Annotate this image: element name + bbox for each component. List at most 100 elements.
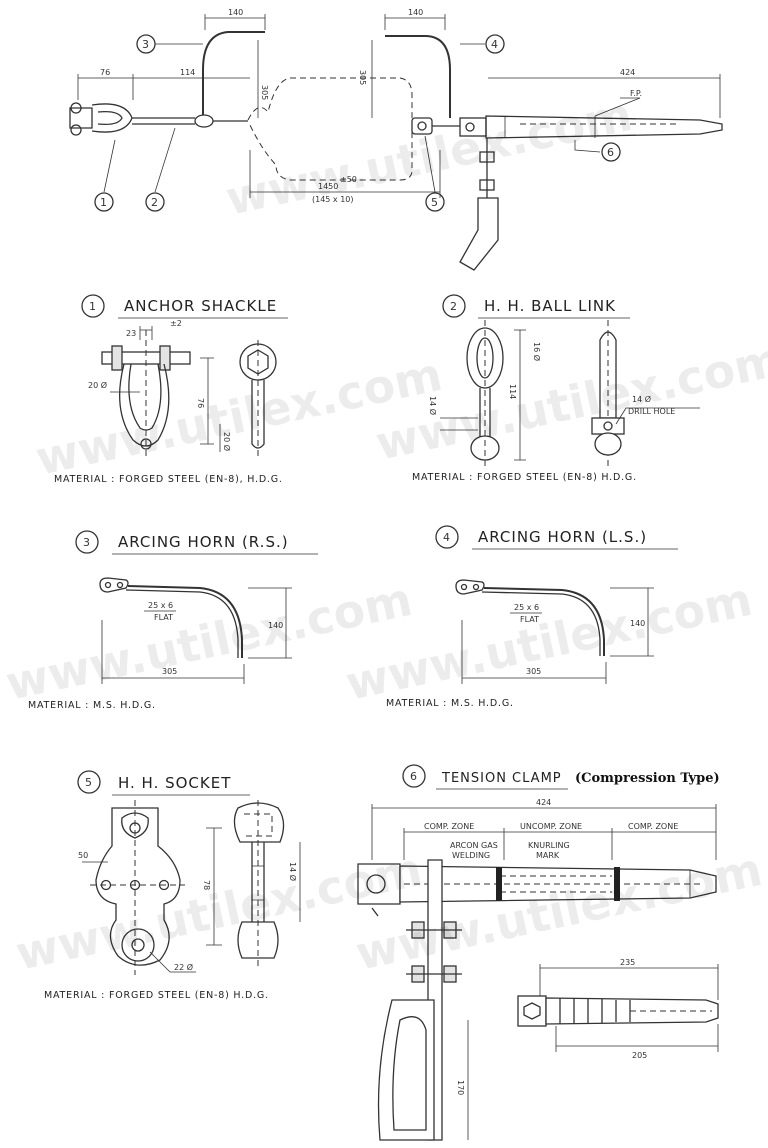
part-4-dim-305: 305 bbox=[526, 667, 541, 676]
overview-dim-1450: 1450 bbox=[318, 182, 338, 191]
part-6-label-mark: MARK bbox=[536, 851, 560, 860]
part-5-side-view bbox=[233, 802, 285, 843]
part-4-material: MATERIAL : M.S. H.D.G. bbox=[386, 698, 514, 709]
part-1-title: ANCHOR SHACKLE bbox=[124, 297, 277, 315]
part-6-mark-1 bbox=[496, 867, 502, 901]
part-2-number-circle bbox=[442, 294, 466, 318]
part-6-eye bbox=[357, 863, 401, 905]
overview-callout-3: 3 bbox=[136, 34, 156, 54]
part-2-eye bbox=[466, 327, 504, 389]
overview-callout-2: 2 bbox=[145, 192, 165, 212]
overview-arcing-horn-rs bbox=[202, 31, 265, 115]
part-5-dim-22: 22 Ø bbox=[174, 962, 193, 972]
part-2-drill-hole: DRILL HOLE bbox=[628, 407, 675, 416]
overview-dim-sub: (145 x 10) bbox=[312, 195, 354, 204]
part-3-number: 3 bbox=[83, 536, 90, 549]
part-1-dim-23: 23 bbox=[126, 329, 136, 338]
part-6-subtitle: (Compression Type) bbox=[575, 771, 720, 786]
overview-callout-1: 1 bbox=[94, 192, 114, 212]
overview-arcing-horn-ls bbox=[385, 35, 451, 118]
part-5-number-circle bbox=[77, 770, 101, 794]
part-5-hh-socket: 5 H. H. SOCKET 50 78 22 Ø 14 Ø MATERIAL … bbox=[44, 770, 301, 1001]
part-4-title: ARCING HORN (L.S.) bbox=[478, 528, 647, 546]
part-6-dim-170: 170 bbox=[456, 1080, 465, 1095]
part-3-dim-305: 305 bbox=[162, 667, 177, 676]
part-3-dim-flat2: FLAT bbox=[154, 613, 173, 622]
overview-tension-clamp bbox=[485, 115, 723, 139]
overview-ball bbox=[194, 114, 214, 128]
part-1-material: MATERIAL : FORGED STEEL (EN-8), H.D.G. bbox=[54, 474, 283, 485]
svg-text:5: 5 bbox=[431, 196, 438, 209]
overview-dim-424: 424 bbox=[620, 68, 635, 77]
part-6-mark-2 bbox=[614, 867, 620, 901]
overview-dim-140b: 140 bbox=[408, 8, 423, 17]
part-2-material: MATERIAL : FORGED STEEL (EN-8) H.D.G. bbox=[412, 472, 637, 483]
part-2-dim-114: 114 bbox=[508, 384, 517, 399]
part-1-dim-20b: 20 Ø bbox=[222, 432, 232, 451]
overview-callout-4: 4 bbox=[485, 34, 505, 54]
part-6-label-knurling: KNURLING bbox=[528, 841, 570, 850]
part-3-material: MATERIAL : M.S. H.D.G. bbox=[28, 700, 156, 711]
part-4-arcing-horn-ls: 4 ARCING HORN (L.S.) 25 x 6 FLAT 140 305… bbox=[386, 525, 678, 709]
overview-dim-305a: 305 bbox=[260, 85, 269, 100]
part-6-dim-235: 235 bbox=[620, 958, 635, 967]
part-6-detail-head bbox=[517, 995, 547, 1027]
part-4-horn-flat bbox=[483, 587, 605, 656]
svg-text:4: 4 bbox=[491, 38, 498, 51]
part-2-ball-link: 2 H. H. BALL LINK 14 Ø 114 16 Ø 14 Ø DRI… bbox=[412, 294, 700, 483]
part-4-dim-flat2: FLAT bbox=[520, 615, 539, 624]
part-1-dim-20a: 20 Ø bbox=[88, 380, 107, 390]
overview-assembly: 140 140 76 114 305 305 424 F.P. 1450 ±50… bbox=[69, 8, 723, 271]
part-1-dim-tol: ±2 bbox=[170, 319, 182, 328]
part-6-zone-1: COMP. ZONE bbox=[424, 822, 474, 831]
svg-text:6: 6 bbox=[607, 146, 614, 159]
part-2-title: H. H. BALL LINK bbox=[484, 297, 616, 315]
svg-text:1: 1 bbox=[100, 196, 107, 209]
part-6-number-circle bbox=[402, 764, 426, 788]
part-5-number: 5 bbox=[85, 776, 92, 789]
part-3-horn-flat bbox=[127, 585, 243, 658]
part-6-zone-3: COMP. ZONE bbox=[628, 822, 678, 831]
part-2-dim-14a: 14 Ø bbox=[428, 396, 438, 415]
svg-text:3: 3 bbox=[142, 38, 149, 51]
part-5-dim-14: 14 Ø bbox=[288, 862, 298, 881]
part-1-number-circle bbox=[81, 294, 105, 318]
part-2-side-view bbox=[599, 331, 617, 419]
overview-dim-305b: 305 bbox=[358, 70, 367, 85]
watermark-1: www.utilex.com bbox=[221, 87, 637, 226]
part-4-dim-flat: 25 x 6 bbox=[514, 603, 539, 612]
part-1-number: 1 bbox=[89, 300, 96, 313]
part-6-title: TENSION CLAMP bbox=[441, 771, 562, 786]
part-5-front-view bbox=[95, 807, 181, 966]
part-3-dim-140: 140 bbox=[268, 621, 283, 630]
svg-text:2: 2 bbox=[151, 196, 158, 209]
part-1-anchor-shackle: 1 ANCHOR SHACKLE 23 ±2 20 Ø 76 20 Ø MATE… bbox=[54, 294, 288, 485]
part-4-dim-140: 140 bbox=[630, 619, 645, 628]
overview-callout-5: 5 bbox=[425, 192, 445, 212]
part-5-material: MATERIAL : FORGED STEEL (EN-8) H.D.G. bbox=[44, 990, 269, 1001]
part-6-number: 6 bbox=[410, 770, 417, 783]
overview-fp-label: F.P. bbox=[630, 89, 642, 98]
part-6-label-arcon: ARCON GAS bbox=[450, 841, 498, 850]
overview-shackle-bow bbox=[91, 103, 133, 133]
overview-dim-76: 76 bbox=[100, 68, 110, 77]
overview-shackle-pin bbox=[69, 107, 93, 129]
part-3-number-circle bbox=[75, 530, 99, 554]
part-3-dim-flat: 25 x 6 bbox=[148, 601, 173, 610]
part-4-number-circle bbox=[435, 525, 459, 549]
part-3-title: ARCING HORN (R.S.) bbox=[118, 533, 289, 551]
part-1-dim-76: 76 bbox=[196, 398, 205, 408]
part-2-dim-16: 16 Ø bbox=[532, 342, 542, 361]
part-6-zone-2: UNCOMP. ZONE bbox=[520, 822, 582, 831]
part-6-dim-205: 205 bbox=[632, 1051, 647, 1060]
part-4-number: 4 bbox=[443, 531, 450, 544]
overview-jumper-flag bbox=[459, 197, 499, 271]
part-3-arcing-horn-rs: 3 ARCING HORN (R.S.) 25 x 6 FLAT 140 305… bbox=[28, 530, 318, 711]
part-6-dim-424: 424 bbox=[536, 798, 551, 807]
part-5-dim-50: 50 bbox=[78, 851, 88, 860]
overview-dim-140a: 140 bbox=[228, 8, 243, 17]
part-2-number: 2 bbox=[450, 300, 457, 313]
overview-callout-6: 6 bbox=[601, 142, 621, 162]
overview-dim-114: 114 bbox=[180, 68, 195, 77]
